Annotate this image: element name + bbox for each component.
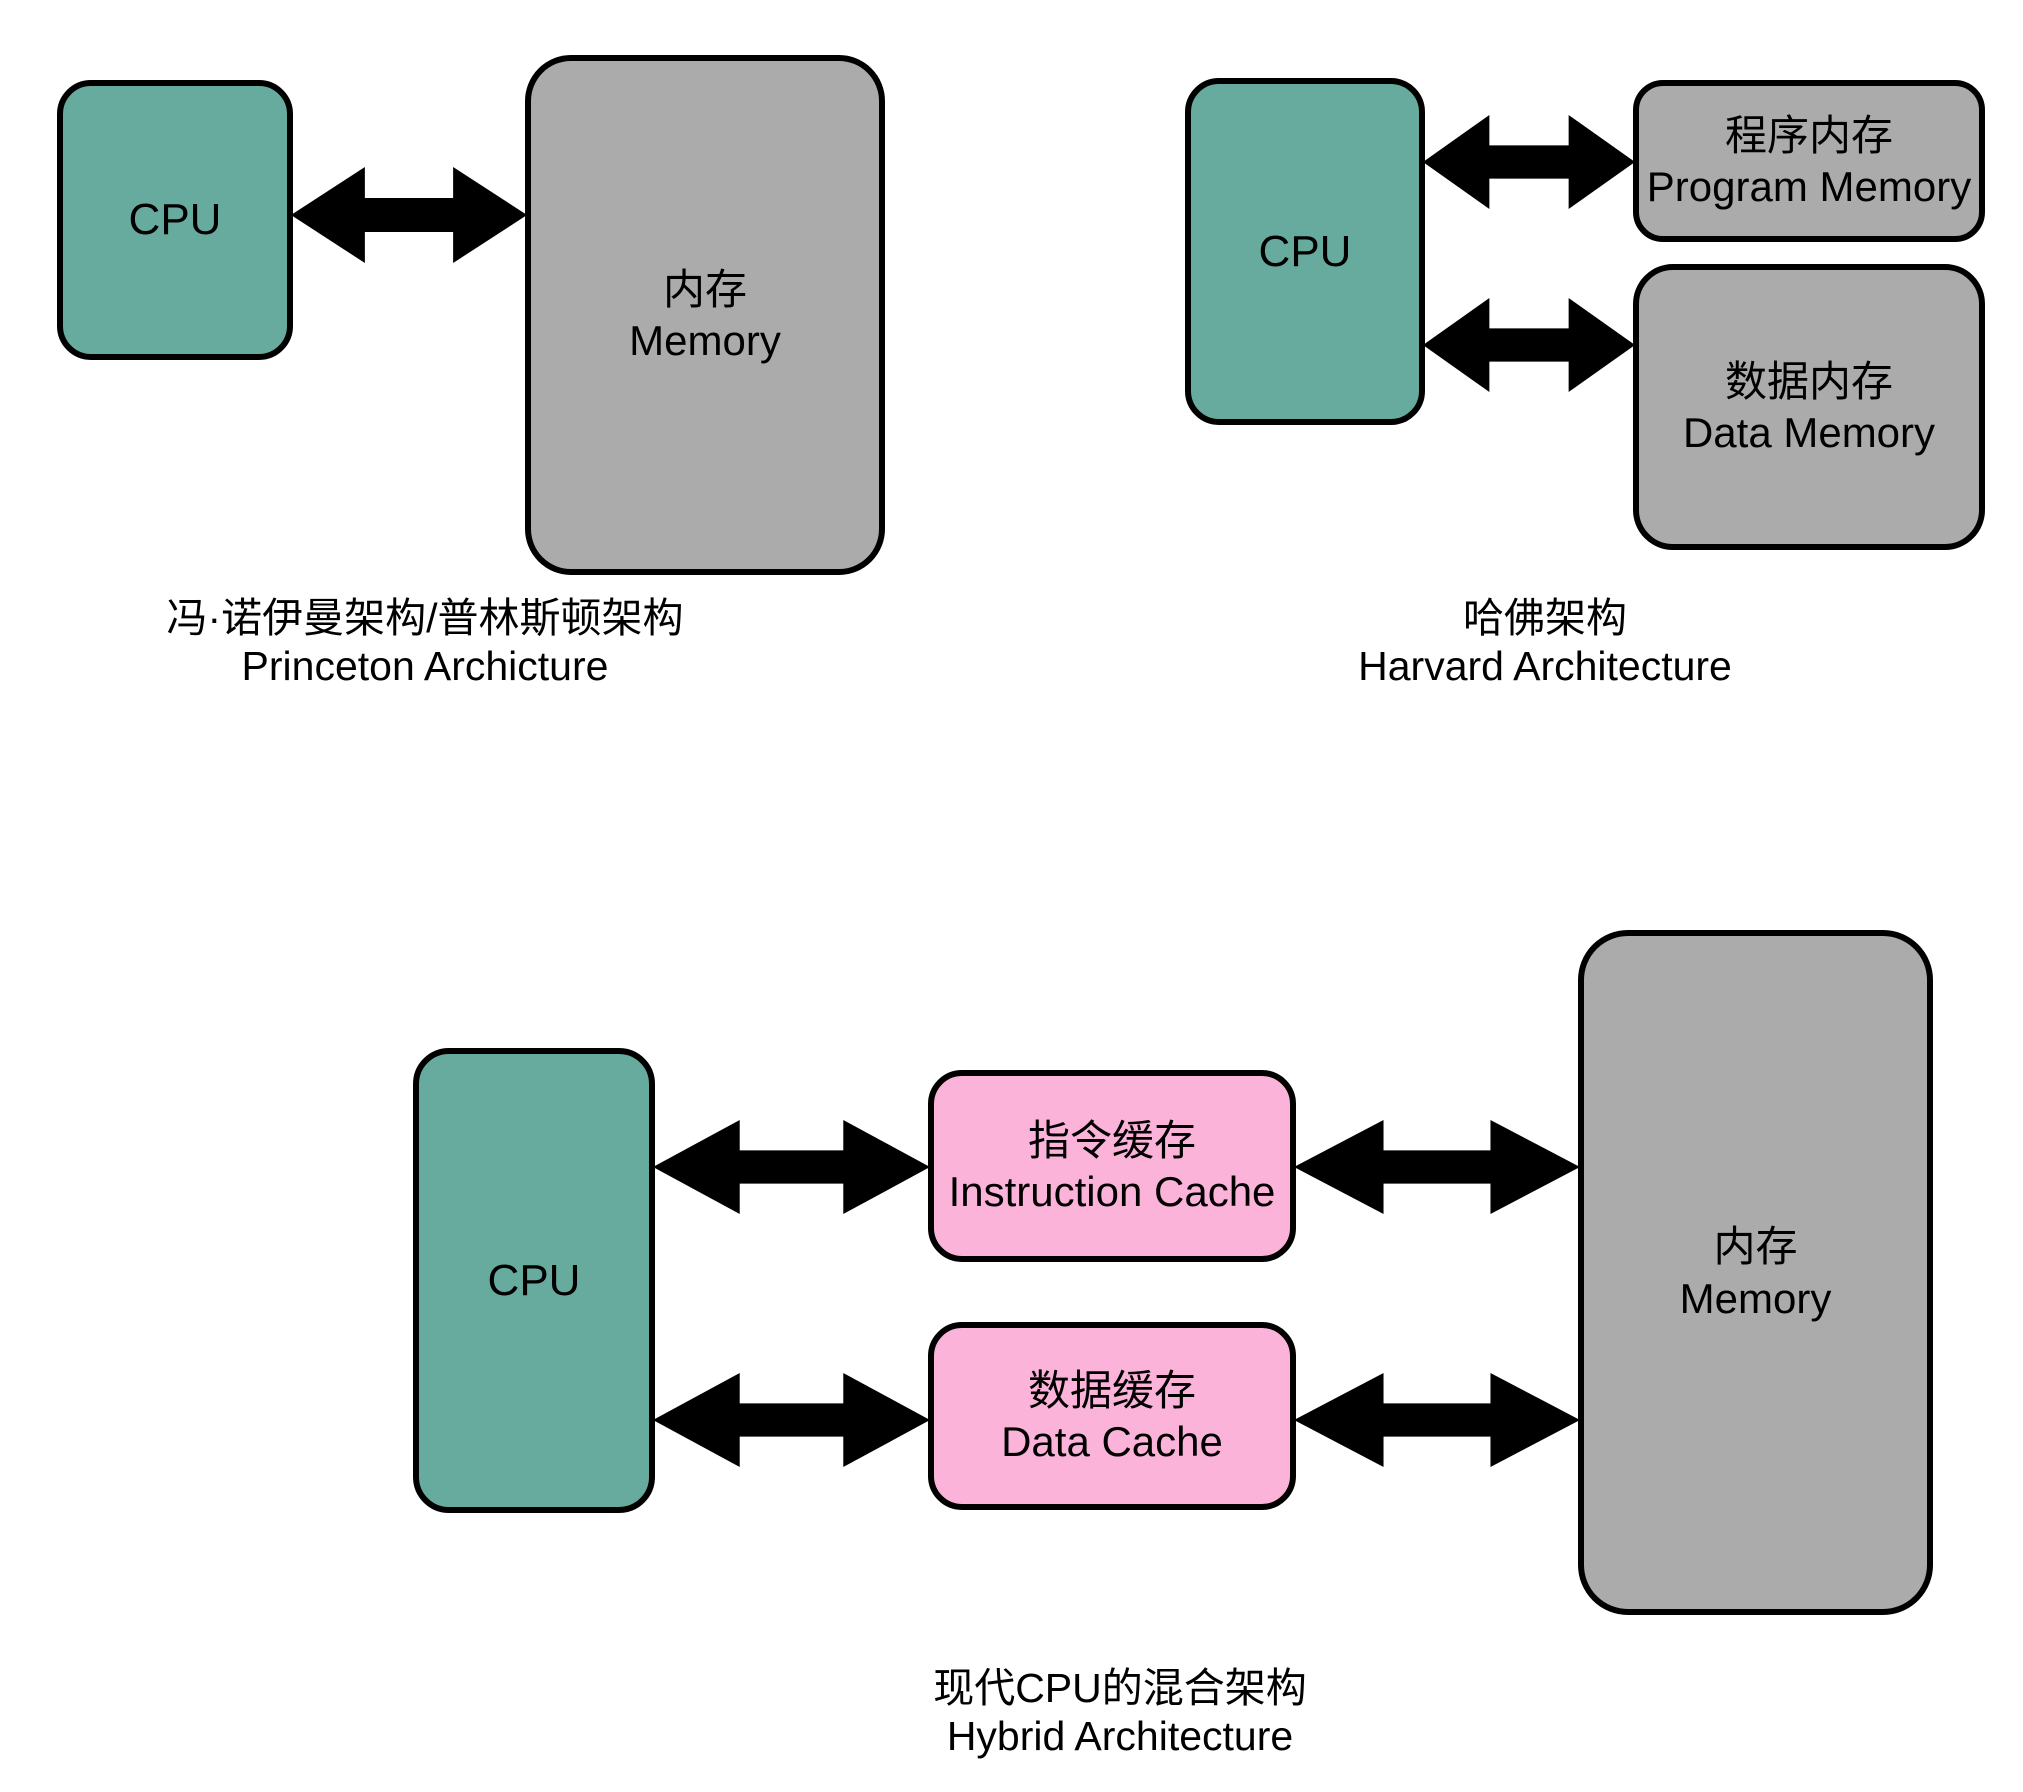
hybrid-caption: 现代CPU的混合架构 Hybrid Architecture	[810, 1664, 1430, 1761]
harvard-program-memory-label-zh: 程序内存	[1724, 111, 1893, 159]
hybrid-instruction-cache-label-zh: 指令缓存	[1027, 1116, 1196, 1164]
princeton-memory-box: 内存 Memory	[525, 55, 885, 575]
harvard-cpu-box: CPU	[1185, 78, 1425, 425]
harvard-program-memory-box: 程序内存 Program Memory	[1633, 80, 1985, 242]
hybrid-data-cache-memory-arrow-icon	[1294, 1372, 1580, 1468]
harvard-data-memory-label-zh: 数据内存	[1724, 357, 1893, 405]
hybrid-cpu-instruction-cache-arrow-icon	[653, 1119, 930, 1215]
hybrid-instruction-cache-memory-arrow-icon	[1294, 1119, 1580, 1215]
harvard-program-memory-label-en: Program Memory	[1646, 163, 1972, 210]
hybrid-caption-en: Hybrid Architecture	[946, 1713, 1294, 1760]
hybrid-instruction-cache-box: 指令缓存 Instruction Cache	[928, 1070, 1296, 1262]
hybrid-cpu-label: CPU	[487, 1255, 581, 1305]
princeton-cpu-box: CPU	[57, 80, 293, 360]
harvard-cpu-data-memory-arrow-icon	[1423, 297, 1635, 393]
hybrid-data-cache-label-en: Data Cache	[1001, 1418, 1223, 1465]
princeton-caption-en: Princeton Archicture	[241, 643, 609, 690]
hybrid-memory-box: 内存 Memory	[1578, 930, 1933, 1615]
harvard-caption-en: Harvard Architecture	[1358, 643, 1732, 690]
hybrid-caption-zh: 现代CPU的混合架构	[933, 1665, 1307, 1711]
princeton-cpu-memory-arrow-icon	[291, 167, 527, 263]
harvard-cpu-label: CPU	[1258, 226, 1352, 276]
hybrid-instruction-cache-label-en: Instruction Cache	[948, 1168, 1276, 1215]
princeton-cpu-label: CPU	[128, 195, 222, 245]
hybrid-cpu-box: CPU	[413, 1048, 655, 1513]
harvard-caption-zh: 哈佛架构	[1463, 595, 1627, 641]
hybrid-data-cache-box: 数据缓存 Data Cache	[928, 1322, 1296, 1510]
princeton-caption: 冯·诺伊曼架构/普林斯顿架构 Princeton Archicture	[95, 594, 755, 691]
hybrid-data-cache-label-zh: 数据缓存	[1027, 1366, 1196, 1414]
princeton-memory-label-en: Memory	[629, 317, 781, 364]
hybrid-cpu-data-cache-arrow-icon	[653, 1372, 930, 1468]
harvard-data-memory-box: 数据内存 Data Memory	[1633, 264, 1985, 550]
harvard-caption: 哈佛架构 Harvard Architecture	[1245, 594, 1845, 691]
hybrid-memory-label-zh: 内存	[1713, 1223, 1798, 1271]
harvard-data-memory-label-en: Data Memory	[1682, 409, 1936, 456]
princeton-memory-label-zh: 内存	[662, 265, 747, 313]
hybrid-memory-label-en: Memory	[1679, 1274, 1832, 1322]
princeton-caption-zh: 冯·诺伊曼架构/普林斯顿架构	[166, 595, 684, 641]
harvard-cpu-program-memory-arrow-icon	[1423, 114, 1635, 210]
